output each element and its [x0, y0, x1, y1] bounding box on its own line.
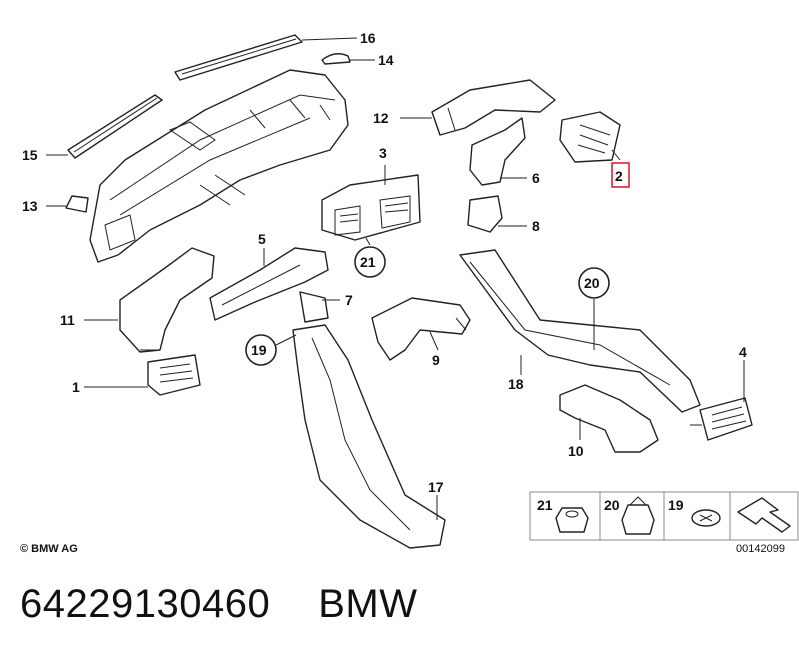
- callout-circle-19: [245, 334, 277, 366]
- parts-diagram: 16 14 15 13 12 3 6 8 5 7 11 1 9 18 10 4 …: [20, 30, 799, 555]
- duct-9: [371, 297, 471, 361]
- callout-8[interactable]: 8: [532, 218, 540, 234]
- vent-1: [147, 354, 201, 396]
- callout-9[interactable]: 9: [432, 352, 440, 368]
- legend-label-21: 21: [537, 497, 553, 513]
- brand-name: BMW: [318, 582, 418, 626]
- side-strip-15: [67, 94, 163, 159]
- vent-2: [559, 111, 621, 163]
- callout-21[interactable]: 21: [360, 254, 376, 270]
- callout-1[interactable]: 1: [72, 379, 80, 395]
- duct-5: [209, 247, 329, 321]
- nut-icon: [555, 507, 589, 533]
- callout-13[interactable]: 13: [22, 198, 38, 214]
- duct-17: [292, 324, 446, 549]
- callout-20[interactable]: 20: [584, 275, 600, 291]
- part-footer: 64229130460 BMW: [20, 582, 417, 626]
- callout-10[interactable]: 10: [568, 443, 584, 459]
- callout-2[interactable]: 2: [615, 168, 623, 184]
- callout-15[interactable]: 15: [22, 147, 38, 163]
- highlight-box: [611, 162, 630, 188]
- callout-7[interactable]: 7: [345, 292, 353, 308]
- callout-17[interactable]: 17: [428, 479, 444, 495]
- cap-nut-icon: [621, 504, 655, 535]
- duct-18: [459, 249, 701, 413]
- callout-5[interactable]: 5: [258, 231, 266, 247]
- direction-arrow-icon: [737, 497, 791, 533]
- duct-8: [467, 195, 503, 233]
- callout-circle-20: [578, 267, 610, 299]
- dashboard-panel: [89, 69, 349, 263]
- callout-12[interactable]: 12: [373, 110, 389, 126]
- duct-11: [119, 247, 215, 353]
- part-14: [321, 53, 351, 65]
- duct-10: [559, 384, 659, 453]
- part-number: 64229130460: [20, 582, 271, 626]
- fastener-legend: 21 20 19 00142099: [529, 491, 799, 555]
- duct-12: [431, 79, 556, 136]
- legend-label-20: 20: [604, 497, 620, 513]
- drawing-number: 00142099: [736, 543, 785, 555]
- callout-3[interactable]: 3: [379, 145, 387, 161]
- callout-4[interactable]: 4: [739, 344, 747, 360]
- duct-6: [469, 117, 526, 186]
- part-13: [65, 195, 89, 213]
- leader-lines: [46, 37, 745, 520]
- part-7: [299, 291, 329, 323]
- callout-16[interactable]: 16: [360, 30, 376, 46]
- vent-4: [690, 397, 753, 441]
- callout-11[interactable]: 11: [60, 312, 75, 328]
- callout-18[interactable]: 18: [508, 376, 524, 392]
- callout-14[interactable]: 14: [378, 52, 394, 68]
- callout-circle-21: [354, 246, 386, 278]
- defroster-strip-16: [174, 34, 303, 81]
- legend-label-19: 19: [668, 497, 684, 513]
- vent-3: [321, 174, 421, 241]
- copyright: © BMW AG: [20, 543, 78, 555]
- callout-6[interactable]: 6: [532, 170, 540, 186]
- callout-19[interactable]: 19: [251, 342, 267, 358]
